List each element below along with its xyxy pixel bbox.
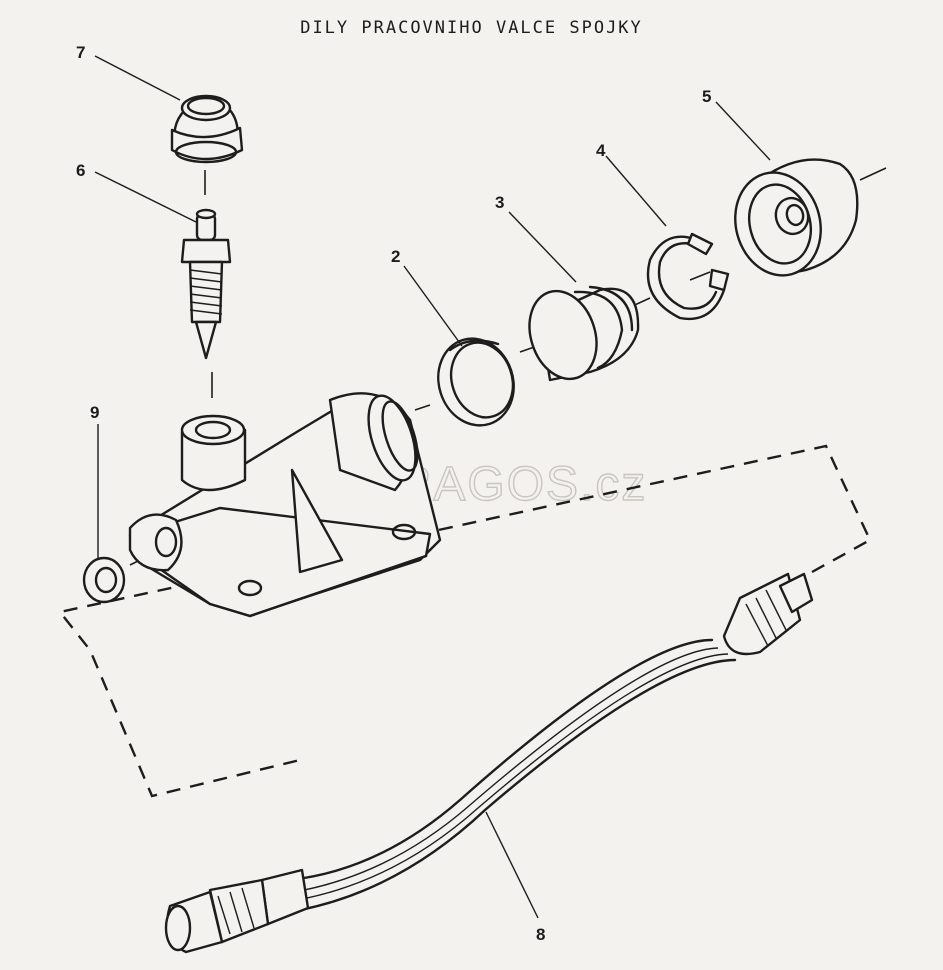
leader-lines [94, 55, 771, 919]
part-7-dust-cap [170, 94, 244, 164]
part-label-5: 5 [702, 87, 711, 106]
part-label-7: 7 [76, 43, 85, 62]
part-label-9: 9 [90, 403, 99, 422]
part-5-dust-boot [734, 158, 859, 277]
part-label-4: 4 [596, 141, 606, 160]
part-label-8: 8 [536, 925, 545, 944]
part-2-seal-ring [437, 337, 515, 427]
diagram-title: DILY PRACOVNIHO VALCE SPOJKY [300, 18, 643, 38]
part-4-circlip [646, 232, 730, 321]
part-label-2: 2 [391, 247, 400, 266]
part-label-3: 3 [495, 193, 504, 212]
part-3-piston [528, 285, 640, 382]
hose-connection-dashed-line [57, 444, 872, 798]
part-6-bleed-screw [180, 208, 232, 360]
part-9-washer [82, 556, 126, 604]
part-label-6: 6 [76, 161, 85, 180]
part-8-brake-hose [164, 572, 814, 954]
slave-cylinder-body [128, 392, 442, 618]
part-labels: 7 6 2 3 4 5 9 8 [76, 43, 711, 944]
